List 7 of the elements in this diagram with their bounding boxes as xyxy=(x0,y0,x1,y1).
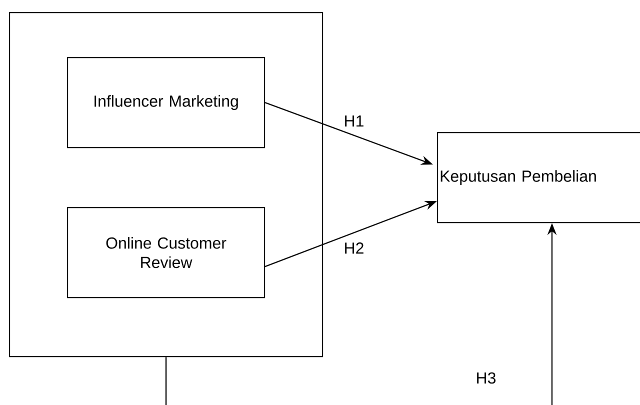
edge-label: H2 xyxy=(342,241,366,255)
variable-box: Online Customer Review xyxy=(67,207,266,298)
variable-box: Keputusan Pembelian xyxy=(437,132,640,224)
edge-label: H1 xyxy=(342,114,366,128)
edge-label: H3 xyxy=(474,371,498,385)
variable-box: Influencer Marketing xyxy=(67,57,266,148)
group-box xyxy=(9,12,324,358)
